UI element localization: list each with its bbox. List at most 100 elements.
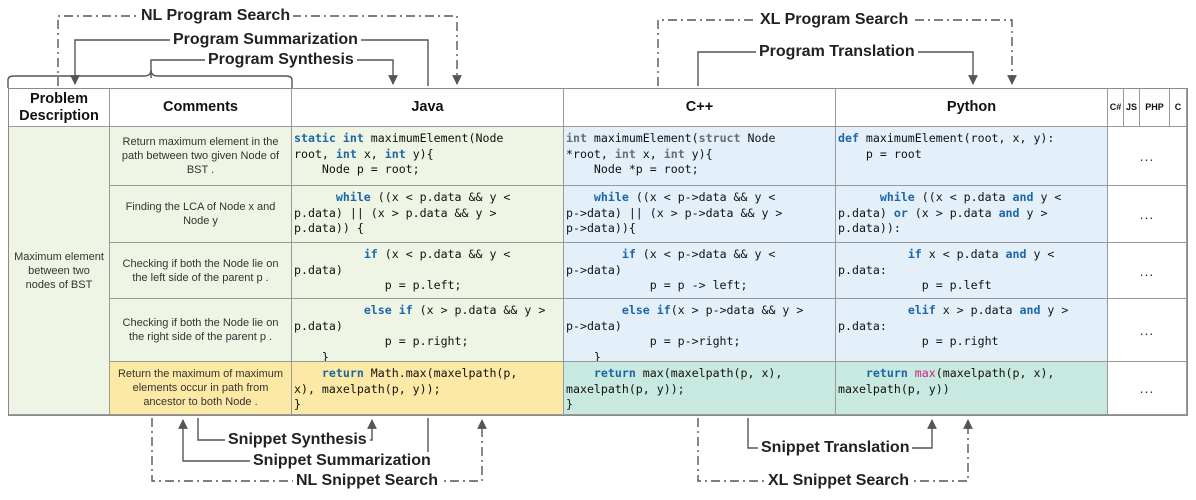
cpp-code-row-2: while ((x < p->data && y <p->data) || (x… (564, 186, 836, 243)
code-keyword: or (893, 205, 915, 220)
code-line: *root, int x, int y){ (566, 147, 835, 163)
snippet-translation-label: Snippet Translation (758, 439, 913, 457)
code-text (566, 247, 622, 261)
comment-row-4: Checking if both the Node lie on the rig… (110, 299, 292, 362)
other-languages-row-3: ... (1108, 243, 1187, 299)
code-keyword: static (294, 131, 343, 145)
java-code-row-5: return Math.max(maxelpath(p,x), maxelpat… (292, 362, 564, 415)
other-languages-row-1: ... (1108, 127, 1187, 186)
code-text: y < (1040, 190, 1062, 204)
code-line: p.data) (294, 319, 563, 335)
code-text: maximumElement( (593, 131, 699, 145)
code-text: p = p -> left; (566, 278, 748, 292)
code-line: p = p.right (838, 334, 1107, 350)
code-keyword: if (621, 247, 643, 261)
code-text: (x > p.data (914, 205, 999, 220)
python-code-row-3: if x < p.data and y <p.data: p = p.left (836, 243, 1108, 299)
program-translation-label: Program Translation (756, 43, 918, 61)
code-text: maxelpath(p, y)); (566, 381, 685, 396)
cpp-code-row-4: else if(x > p->data && y >p->data) p = p… (564, 299, 836, 362)
code-keyword: and (1005, 247, 1034, 261)
code-line: Node p = root; (294, 162, 563, 178)
code-line: p = p.left (838, 278, 1107, 294)
other-languages-row-2: ... (1108, 186, 1187, 243)
code-text: Node p = root; (294, 162, 420, 176)
code-text: x), maxelpath(p, y)); (294, 381, 441, 396)
code-line: p.data) or (x > p.data and y > (838, 206, 1107, 222)
code-line: while ((x < p->data && y < (566, 190, 835, 206)
code-keyword: and (998, 205, 1027, 220)
code-keyword: return (321, 366, 371, 380)
code-line: return Math.max(maxelpath(p, (294, 366, 563, 382)
code-line: while ((x < p.data and y < (838, 190, 1107, 206)
code-keyword: and (1019, 303, 1048, 317)
code-text: *root, (566, 146, 615, 161)
code-line: } (294, 397, 563, 413)
code-line: return max(maxelpath(p, x), (566, 366, 835, 382)
java-code-row-2: while ((x < p.data && y <p.data) || (x >… (292, 186, 564, 243)
code-text: p->data) (566, 262, 622, 277)
xl-snippet-search-label: XL Snippet Search (765, 472, 913, 490)
code-keyword: int (335, 146, 364, 161)
code-keyword: elif (907, 303, 943, 317)
code-text: x, (363, 146, 385, 161)
code-line: p.data: (838, 319, 1107, 335)
comment-row-3: Checking if both the Node lie on the lef… (110, 243, 292, 299)
code-keyword: int (384, 146, 413, 161)
code-text: (maxelpath(p, x), (935, 366, 1055, 380)
header-csharp: C# (1108, 89, 1124, 127)
code-text: root, (294, 146, 336, 161)
code-keyword: if (907, 247, 929, 261)
code-text (294, 247, 364, 261)
code-text: maximumElement(Node (370, 131, 504, 145)
code-keyword: int (342, 131, 371, 145)
code-text: maxelpath(p, y)) (838, 381, 950, 396)
code-keyword: max (914, 366, 936, 380)
code-keyword: def (838, 131, 866, 145)
code-line: p.data)): (838, 221, 1107, 237)
code-line: Node *p = root; (566, 162, 835, 178)
code-line: else if(x > p->data && y > (566, 303, 835, 319)
code-text (294, 366, 322, 380)
code-text: p.data) (294, 262, 343, 277)
code-text: p.data: (838, 262, 887, 277)
code-keyword: return (865, 366, 915, 380)
code-line: p->data)){ (566, 221, 835, 237)
code-text: y > (1047, 303, 1069, 317)
code-line: elif x > p.data and y > (838, 303, 1107, 319)
code-text: y){ (691, 146, 713, 161)
header-js: JS (1124, 89, 1140, 127)
cpp-code-row-1: int maximumElement(struct Node*root, int… (564, 127, 836, 186)
code-text: p = p.left (838, 278, 992, 292)
code-line: p = p.left; (294, 278, 563, 294)
code-keyword: else if (363, 303, 420, 317)
cpp-code-row-5: return max(maxelpath(p, x),maxelpath(p, … (564, 362, 836, 415)
python-code-row-2: while ((x < p.data and y <p.data) or (x … (836, 186, 1108, 243)
code-keyword: if (363, 247, 385, 261)
code-text (566, 303, 622, 317)
code-line: if (x < p->data && y < (566, 247, 835, 263)
code-text: y > (1026, 205, 1048, 220)
code-text (294, 190, 336, 204)
code-text: Node (747, 131, 776, 145)
program-summarization-label: Program Summarization (170, 31, 361, 49)
code-line: maxelpath(p, y)); (566, 382, 835, 398)
program-synthesis-label: Program Synthesis (205, 51, 357, 69)
code-text: p = root (838, 146, 922, 161)
code-text: p->data)){ (566, 221, 636, 235)
code-line: if x < p.data and y < (838, 247, 1107, 263)
code-text: p->data) (566, 318, 622, 333)
code-line: p.data) (294, 263, 563, 279)
comment-row-1: Return maximum element in the path betwe… (110, 127, 292, 186)
code-line: p.data: (838, 263, 1107, 279)
header-java: Java (292, 89, 564, 127)
code-text: p.data)): (838, 221, 901, 235)
comment-row-5: Return the maximum of maximum elements o… (110, 362, 292, 415)
python-code-row-1: def maximumElement(root, x, y): p = root (836, 127, 1108, 186)
java-code-row-3: if (x < p.data && y <p.data) p = p.left; (292, 243, 564, 299)
code-keyword: else if (621, 303, 671, 317)
python-code-row-4: elif x > p.data and y >p.data: p = p.rig… (836, 299, 1108, 362)
code-text: } (294, 349, 329, 362)
code-text: Node *p = root; (566, 162, 699, 176)
